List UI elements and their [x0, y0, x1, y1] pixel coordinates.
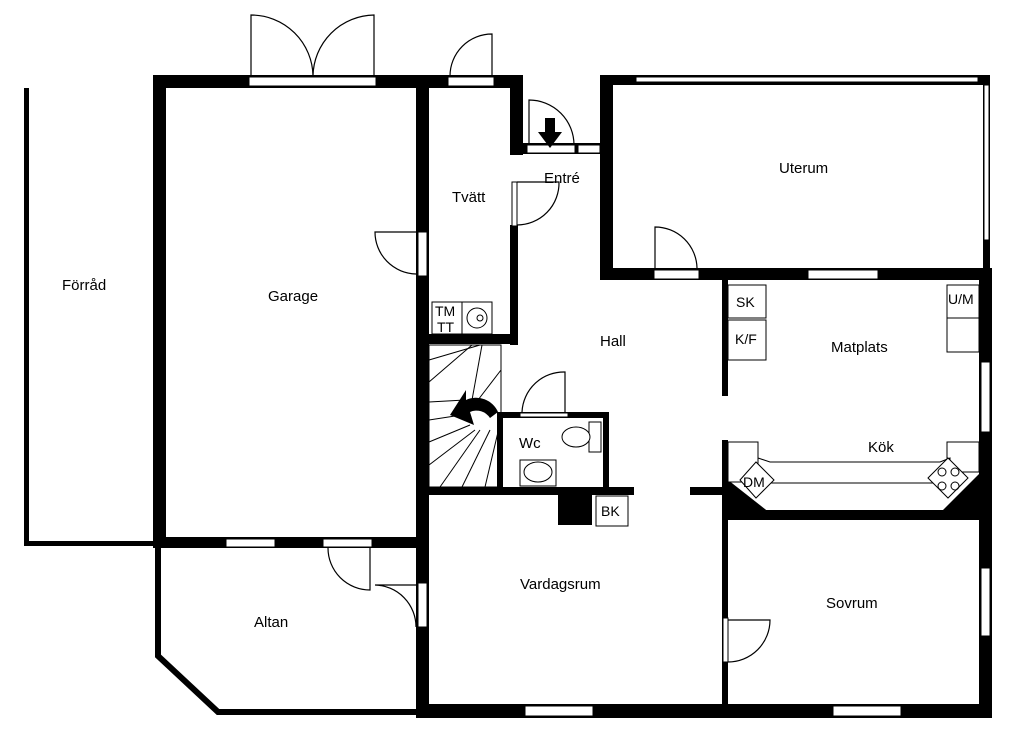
stair-direction-arrow-icon: [450, 390, 498, 425]
windows: [225, 76, 991, 717]
room-label-tvatt: Tvätt: [452, 189, 486, 206]
fixture-label-dm: DM: [743, 474, 765, 490]
room-label-sovrum: Sovrum: [826, 595, 878, 612]
room-label-matplats: Matplats: [831, 339, 888, 356]
room-label-forrad: Förråd: [62, 277, 106, 294]
entrance-arrow-icon: [538, 118, 562, 148]
kitchen-corner-left: [728, 480, 770, 513]
fixture-label-sk: SK: [736, 294, 755, 310]
fixture-label-tt: TT: [437, 319, 455, 335]
room-label-entre: Entré: [544, 170, 580, 187]
fixture-label-bk: BK: [601, 503, 620, 519]
room-label-vardagsrum: Vardagsrum: [520, 576, 601, 593]
room-label-hall: Hall: [600, 333, 626, 350]
fixture-label-kf: K/F: [735, 331, 757, 347]
fixtures: [431, 284, 980, 527]
kitchen-corner-right: [940, 470, 983, 513]
room-label-uterum: Uterum: [779, 160, 828, 177]
forrad-outline: [24, 88, 160, 546]
altan-outline: [155, 545, 420, 715]
fixture-label-tm: TM: [435, 303, 455, 319]
doors: [250, 14, 771, 663]
staircase: [428, 344, 502, 488]
fixture-label-um: U/M: [948, 291, 974, 307]
room-label-garage: Garage: [268, 288, 318, 305]
room-label-altan: Altan: [254, 614, 288, 631]
room-label-wc: Wc: [519, 435, 541, 452]
room-label-kok: Kök: [868, 439, 894, 456]
